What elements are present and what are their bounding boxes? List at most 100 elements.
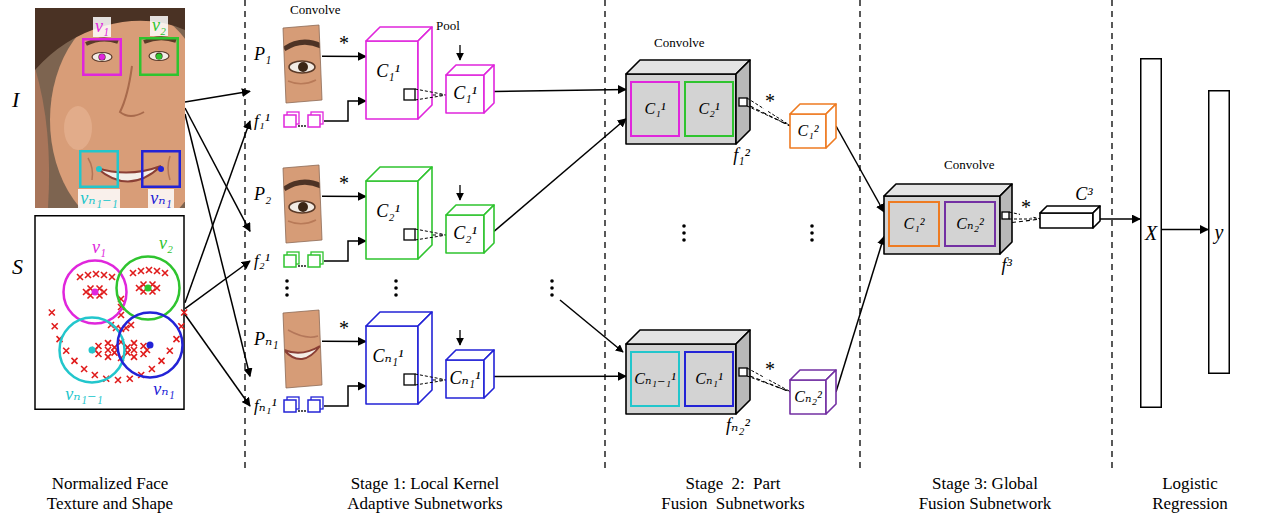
cube-side [484, 205, 494, 253]
label-holder: Normalized Face Texture and Shape [44, 474, 176, 515]
node-label: C₁² [797, 122, 818, 140]
node-label: v₁ [93, 17, 111, 37]
landmark-dot [92, 289, 99, 296]
landmark-box-outline [80, 151, 118, 187]
cheek-highlight [64, 106, 92, 150]
landmark-circle: v₁ [62, 259, 128, 325]
iris [155, 52, 162, 59]
operation-label: Pool [436, 19, 460, 33]
flow-arrow [185, 114, 250, 376]
gray-cube-side [736, 60, 750, 144]
operation-label: Convolve [290, 3, 341, 17]
label-holder: Convolve [944, 158, 995, 172]
landmark-dot [158, 166, 164, 172]
shape-circ [115, 255, 181, 321]
landmark-cross [95, 343, 101, 349]
stacked-map: Cₙ₁¹ [684, 351, 734, 407]
landmark-cross [138, 268, 144, 274]
patch-eyebrow [284, 182, 321, 189]
operator-symbol: * [764, 359, 776, 379]
flow-arrow [322, 340, 366, 342]
kernel-square [739, 98, 747, 106]
landmark-cross [109, 274, 115, 280]
cube-front [446, 215, 484, 253]
stacked-map-outline [889, 202, 939, 246]
landmark-cross [146, 267, 152, 273]
ellipsis-dot [285, 279, 289, 283]
landmark-cross [128, 322, 134, 328]
filter-square [284, 255, 296, 267]
landmark-dot [89, 347, 96, 354]
filter-bank: f₁¹ [250, 109, 324, 133]
gray-cube-front [884, 196, 1000, 254]
node-label: Cₙ₂² [794, 388, 822, 406]
node-label: vₙ₁ [153, 380, 175, 400]
label-holder: Pool [436, 19, 460, 33]
node-label: C³ [1075, 185, 1092, 205]
landmark-cross [131, 347, 137, 353]
node-label: y [1215, 221, 1224, 243]
landmark-box-outline [140, 38, 178, 75]
ellipsis-dot [810, 238, 814, 242]
edge-label-holder: * [1020, 197, 1032, 217]
flow-arrow [185, 91, 250, 102]
patch-skin [282, 165, 322, 243]
patch-photo [282, 165, 322, 243]
shape-gray [884, 184, 1012, 254]
label-holder: Stage 2: Part Fusion Subnetworks [660, 474, 806, 515]
smile-line [168, 156, 170, 180]
patch-skin [282, 310, 322, 388]
landmark-cross [92, 372, 98, 378]
filter-bank: fₙ₁¹ [250, 394, 324, 418]
edge-label-holder: * [338, 33, 350, 53]
stage-caption: Stage 1: Local Kernel Adaptive Subnetwor… [345, 474, 505, 515]
flow-arrow [1162, 229, 1208, 231]
landmark-marks [49, 267, 187, 383]
node-label: f₂¹ [254, 252, 270, 271]
vector-outline [1141, 59, 1162, 408]
landmark-dot [147, 342, 154, 349]
landmark-cross [101, 272, 107, 278]
node-label: C₁¹ [453, 84, 477, 104]
ellipsis-dot [285, 293, 289, 297]
node-label: Cₙ₁¹ [450, 369, 481, 389]
filter-square [308, 115, 320, 127]
cube-front [366, 181, 418, 259]
filter-dot [298, 125, 300, 127]
operator-symbol: * [1020, 197, 1032, 217]
projection-line [432, 379, 446, 380]
filter-square [284, 400, 296, 412]
pooled-cube: C₁¹ [446, 65, 494, 113]
projection-line [1012, 219, 1040, 222]
pool-arrow [459, 330, 460, 345]
flow-arrow [1100, 218, 1140, 220]
mouth [97, 166, 161, 182]
cube-front [790, 380, 826, 414]
patch-iris [298, 62, 308, 72]
filter-square [308, 255, 320, 267]
eye [149, 52, 169, 61]
landmark-cross [71, 358, 77, 364]
stacked-map: C₁² [888, 201, 940, 247]
node-label: C₂¹ [453, 224, 477, 244]
shape-circ [58, 316, 126, 384]
filter-square [308, 400, 320, 412]
patch-image: Pₙ₁ [250, 310, 322, 388]
kernel-square [404, 374, 415, 385]
operator-symbol: * [764, 91, 776, 111]
landmark-dot [145, 285, 152, 292]
patch-eyebrow [284, 42, 321, 49]
node-label: Cₙ₁₋₁¹ [634, 370, 676, 388]
patch-eye [289, 61, 315, 73]
kernel-square [1002, 212, 1009, 219]
flow-arrow [494, 119, 626, 232]
flow-arrow [494, 375, 626, 377]
kernel-projection [404, 374, 447, 385]
shape-vbox [139, 37, 179, 76]
filter-bank: f₂¹ [250, 249, 324, 273]
node-label: I [12, 88, 19, 112]
landmark-cross [130, 270, 136, 276]
node-label: f₁¹ [254, 112, 270, 131]
node-label: X [1145, 222, 1157, 244]
